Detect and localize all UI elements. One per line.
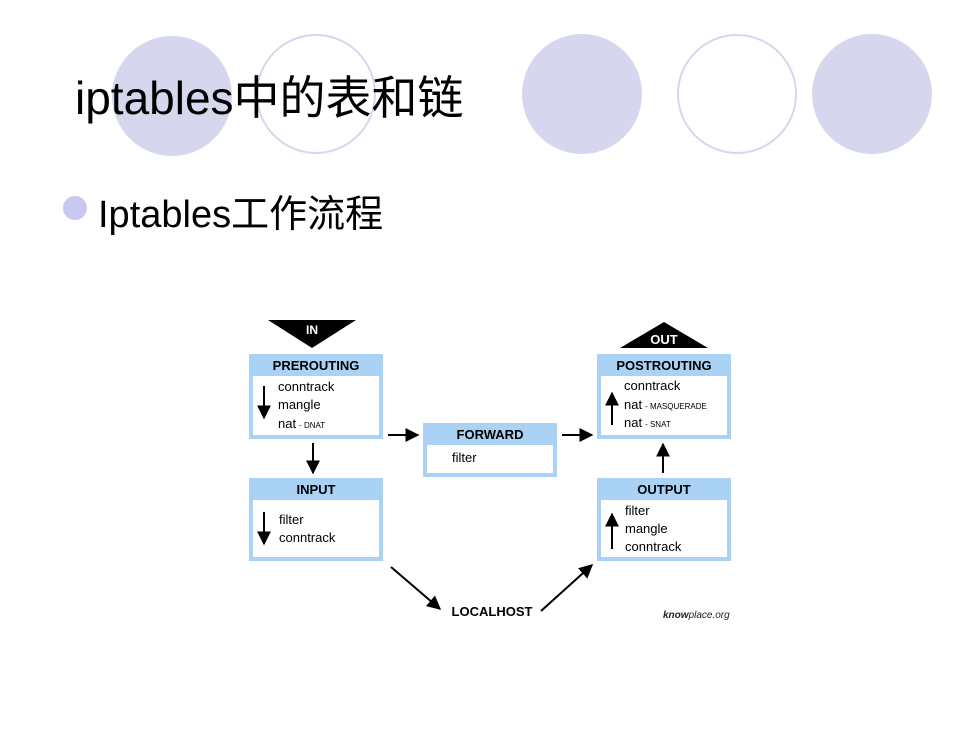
postrouting-nat1-suffix: - MASQUERADE [645,402,707,411]
credit-rest: place.org [688,610,731,621]
input-item-2: conntrack [279,530,336,545]
prerouting-nat-suffix: - DNAT [299,421,325,430]
prerouting-title: PREROUTING [273,358,360,373]
decor-circle-2 [256,34,376,154]
postrouting-item-1: conntrack [624,378,681,393]
forward-item-1: filter [452,450,477,465]
in-marker: IN [268,320,356,348]
svg-text:nat- MASQUERADE: nat- MASQUERADE [624,397,707,412]
decor-circle-1 [112,36,232,156]
output-box: OUTPUT filter mangle conntrack [597,478,731,561]
credit-bold: know [663,610,690,621]
bullet-text: Iptables工作流程 [98,194,384,236]
prerouting-item-2: mangle [278,397,321,412]
decor-circle-4 [677,34,797,154]
svg-text:nat- DNAT: nat- DNAT [278,416,325,431]
out-label: OUT [650,332,678,347]
prerouting-item-3: nat [278,416,296,431]
prerouting-item-1: conntrack [278,379,335,394]
out-marker: OUT [620,322,708,348]
postrouting-title: POSTROUTING [616,358,711,373]
postrouting-item-3: nat [624,415,642,430]
prerouting-box: PREROUTING conntrack mangle nat- DNAT [249,354,383,439]
decor-circle-5 [812,34,932,154]
bullet-dot [63,196,87,220]
output-item-1: filter [625,503,650,518]
decor-circle-3 [522,34,642,154]
credit-label: knowplace.org [663,610,730,621]
forward-title: FORWARD [457,427,524,442]
postrouting-nat2-suffix: - SNAT [645,420,671,429]
output-title: OUTPUT [637,482,691,497]
output-item-3: conntrack [625,539,682,554]
localhost-label: LOCALHOST [452,604,533,619]
forward-box: FORWARD filter [423,423,557,477]
in-label: IN [306,323,318,337]
output-item-2: mangle [625,521,668,536]
input-title: INPUT [297,482,336,497]
postrouting-box: POSTROUTING conntrack nat- MASQUERADE na… [597,354,731,439]
postrouting-item-2: nat [624,397,642,412]
arrow-input-to-localhost [390,566,442,610]
arrow-localhost-to-output [540,564,594,612]
slide-title: iptables中的表和链 [75,72,464,124]
input-item-1: filter [279,512,304,527]
svg-text:nat- SNAT: nat- SNAT [624,415,671,430]
input-box: INPUT filter conntrack [249,478,383,561]
